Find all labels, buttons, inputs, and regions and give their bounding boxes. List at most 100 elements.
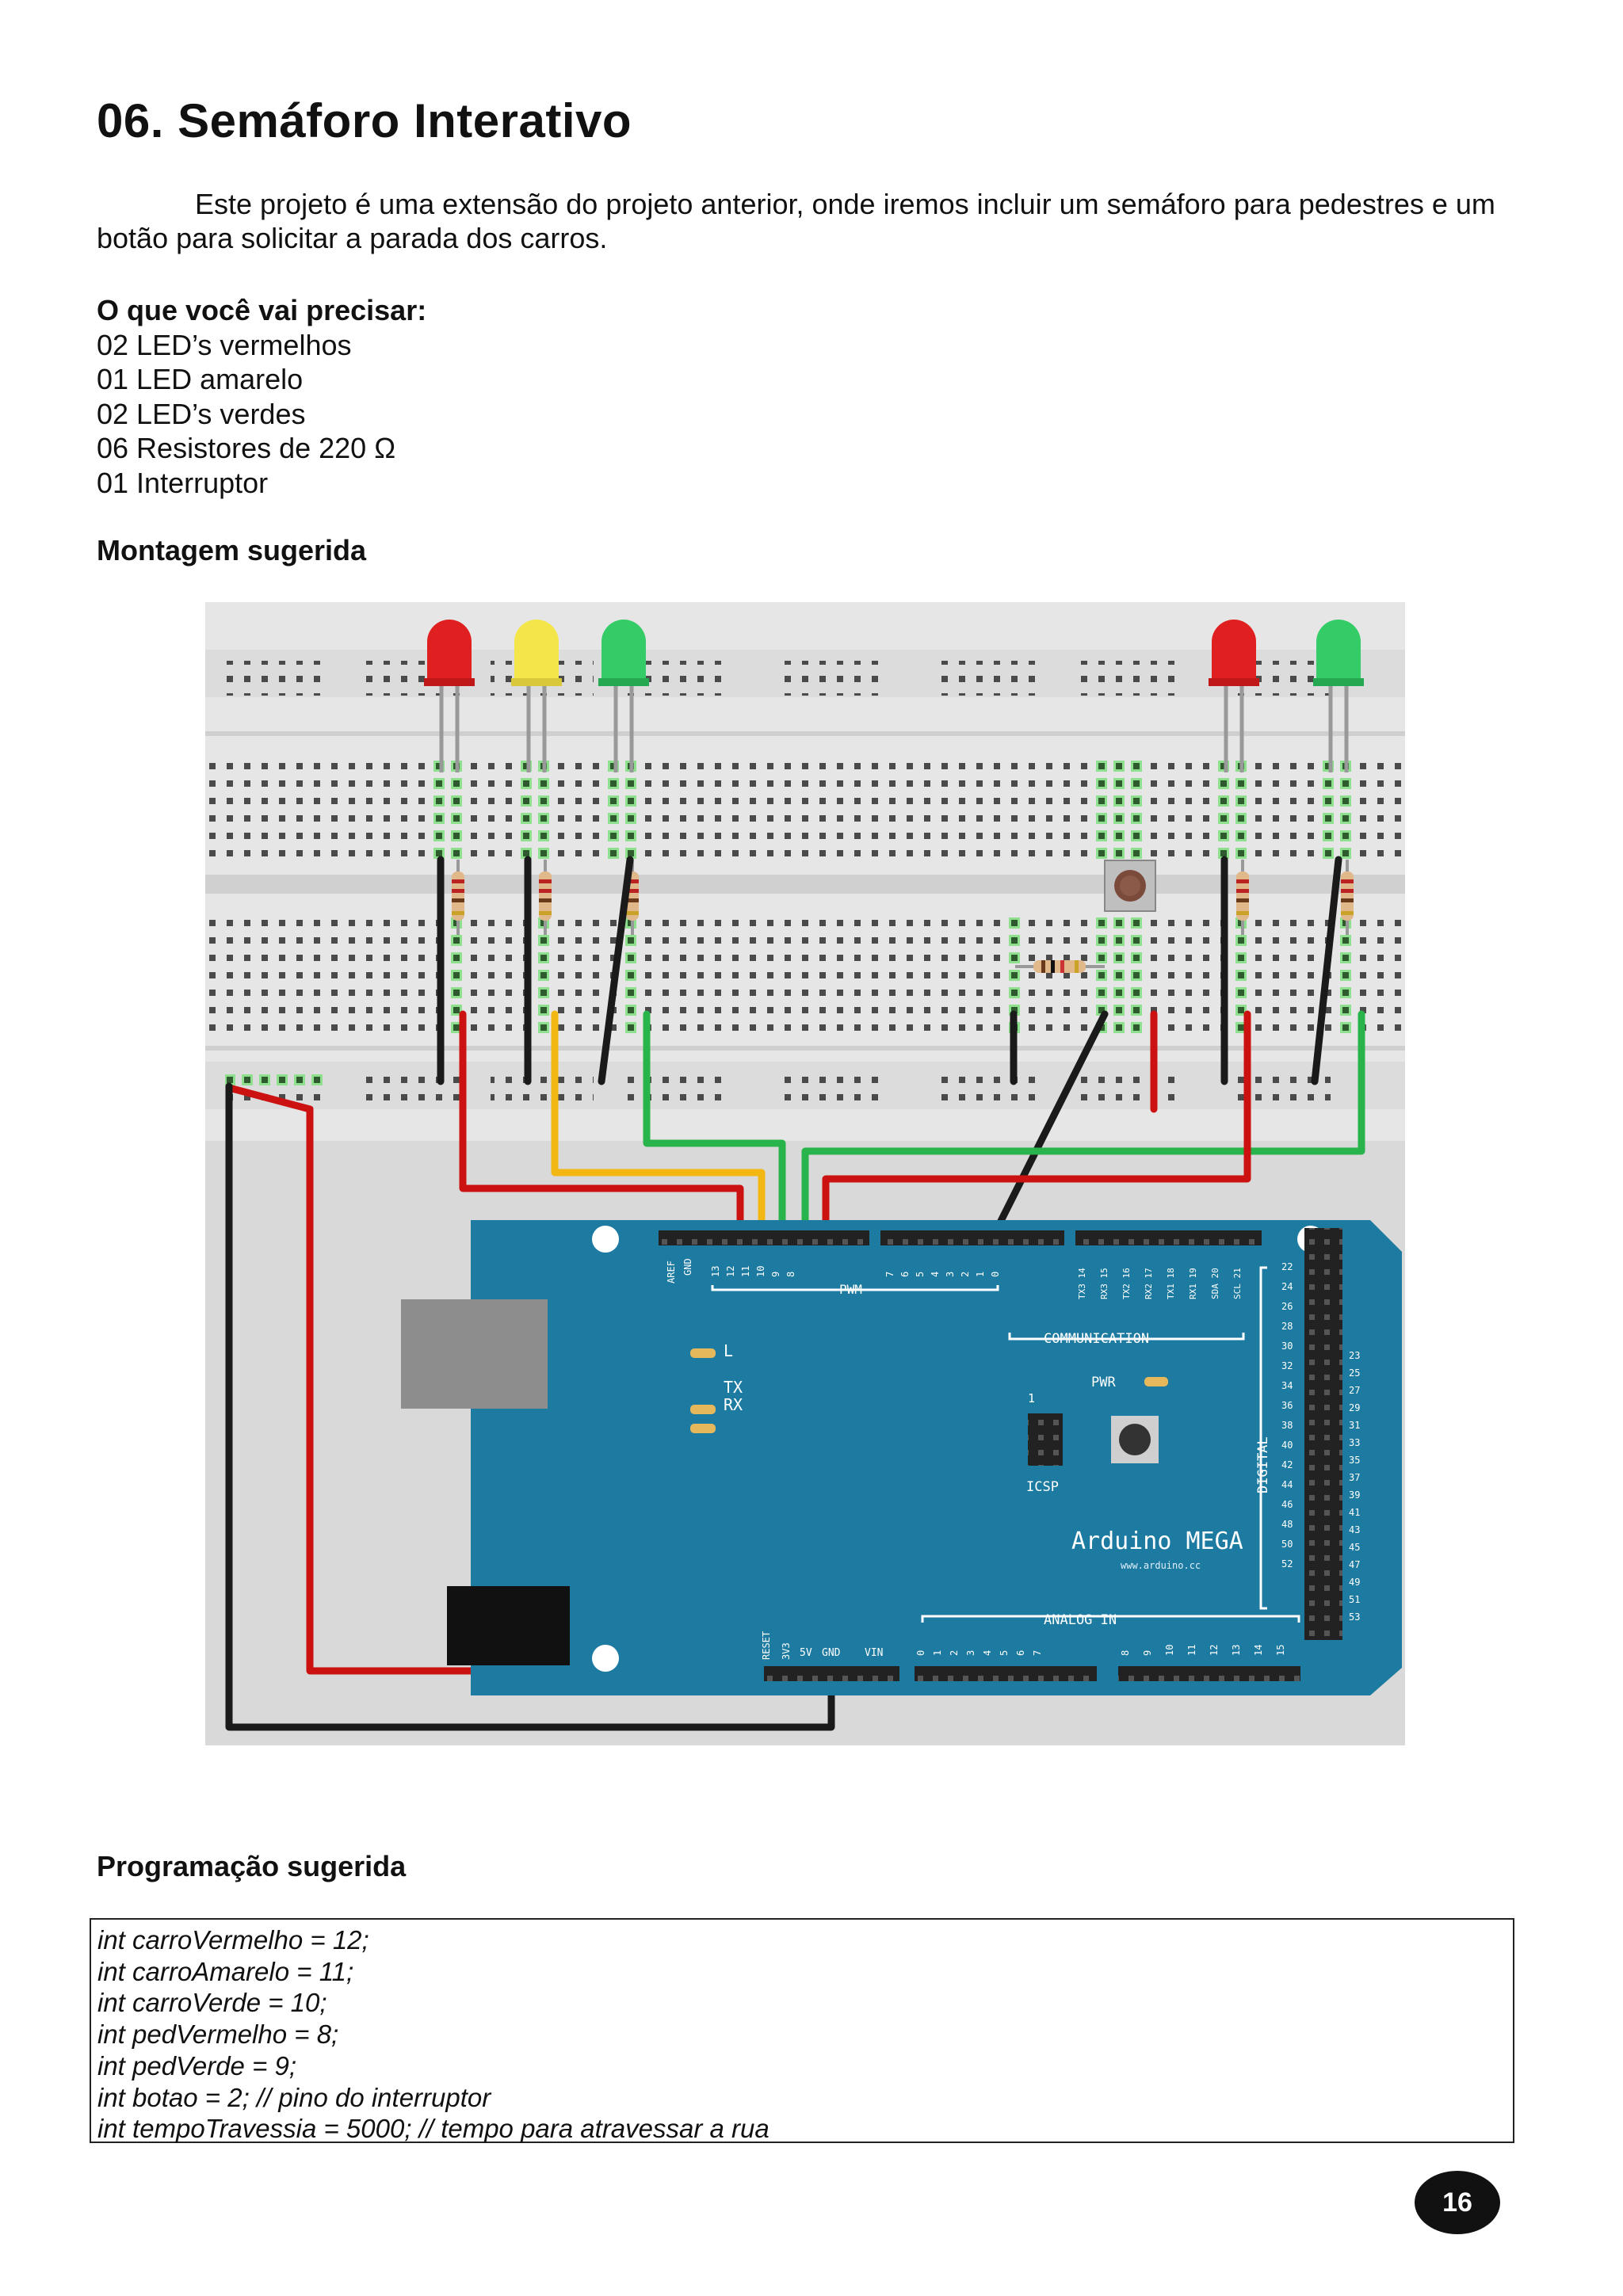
pin-label: 0 — [990, 1272, 1001, 1277]
pin-label: 6 — [899, 1272, 911, 1277]
wire-gnd — [1311, 856, 1342, 1085]
code-line: int pedVerde = 9; — [97, 2050, 297, 2081]
pin-label: 38 — [1281, 1420, 1293, 1431]
pin-label: 11 — [740, 1266, 751, 1277]
pin-label: 30 — [1281, 1341, 1293, 1352]
pin-label: 37 — [1349, 1472, 1360, 1483]
v33-label: 3V3 — [781, 1642, 792, 1660]
assembly-heading: Montagem sugerida — [97, 534, 367, 566]
pin-label: 7 — [884, 1272, 896, 1277]
code-line: int tempoTravessia = 5000; // tempo para… — [97, 2114, 769, 2144]
pin-label: 3 — [945, 1272, 956, 1277]
pin-label: 4 — [982, 1650, 993, 1656]
pin-label: 11 — [1186, 1645, 1197, 1656]
icsp-label: ICSP — [1026, 1479, 1059, 1495]
wire-pin8 — [822, 1010, 1251, 1242]
code-line: int botao = 2; // pino do interruptor — [97, 2082, 491, 2112]
pin-label: 49 — [1349, 1577, 1360, 1588]
analog-in-label: ANALOG IN — [1044, 1612, 1117, 1628]
materials-list: O que você vai precisar: 02 LED’s vermel… — [97, 293, 426, 500]
led-car-green — [598, 620, 649, 772]
pin-label: 29 — [1349, 1402, 1360, 1413]
pin-label: 34 — [1281, 1380, 1293, 1391]
materials-item: 01 Interruptor — [97, 466, 269, 499]
resistor — [1341, 860, 1354, 935]
materials-item: 02 LED’s vermelhos — [97, 328, 352, 361]
pin-label: 25 — [1349, 1367, 1360, 1379]
pin-label: TX2 16 — [1121, 1268, 1132, 1299]
l-led-label: L — [724, 1341, 733, 1360]
wire-gnd-rail — [225, 1082, 835, 1731]
tx-led-label: TX — [724, 1378, 743, 1397]
pin-label: 3 — [965, 1650, 976, 1656]
circuit-diagram: Arduino MEGA www.arduino.cc PWM COMMUNIC… — [205, 602, 1405, 1745]
pin-label: 31 — [1349, 1420, 1360, 1431]
rx-led-label: RX — [724, 1395, 743, 1414]
power-jack — [447, 1586, 570, 1665]
pin-label: 44 — [1281, 1479, 1293, 1490]
pin-label: 7 — [1032, 1650, 1043, 1656]
pin-label: 1 — [932, 1650, 943, 1656]
pin-label: 2 — [960, 1272, 971, 1277]
vin-label: VIN — [865, 1647, 883, 1659]
breadboard — [205, 602, 1405, 1745]
code-line: int carroAmarelo = 11; — [97, 1956, 354, 1986]
resistor — [539, 860, 552, 935]
programming-heading: Programação sugerida — [97, 1850, 407, 1882]
pin-label: 9 — [1142, 1650, 1153, 1656]
pin-label: 45 — [1349, 1542, 1360, 1553]
pin-label: TX1 18 — [1166, 1268, 1176, 1299]
push-button — [1104, 860, 1156, 912]
pin-label: 15 — [1275, 1645, 1286, 1656]
pin-label: 24 — [1281, 1281, 1293, 1292]
reset-button — [1119, 1424, 1151, 1455]
pin-label: 8 — [1120, 1650, 1131, 1656]
pin-label: 46 — [1281, 1499, 1293, 1510]
page-number-badge: 16 — [1415, 2171, 1500, 2234]
board-url: www.arduino.cc — [1121, 1560, 1201, 1571]
pin-label: 1 — [975, 1272, 986, 1277]
pin-label: 26 — [1281, 1301, 1293, 1312]
pin-label: 23 — [1349, 1350, 1360, 1361]
pin-label: 53 — [1349, 1611, 1360, 1623]
pin-label: 0 — [915, 1650, 926, 1656]
pin-label: 43 — [1349, 1524, 1360, 1535]
wire-pin12 — [459, 1010, 744, 1242]
resistor — [1236, 860, 1249, 935]
icsp-pin1-label: 1 — [1028, 1391, 1035, 1405]
pin-label: 36 — [1281, 1400, 1293, 1411]
pin-label: 5 — [999, 1650, 1010, 1656]
board-name: Arduino MEGA — [1071, 1527, 1243, 1555]
pin-label: RX1 19 — [1188, 1268, 1198, 1299]
digital-label: DIGITAL — [1255, 1436, 1271, 1493]
materials-item: 01 LED amarelo — [97, 363, 304, 395]
pin-label: 41 — [1349, 1507, 1360, 1518]
pin-label: 2 — [949, 1650, 960, 1656]
pin-label: 51 — [1349, 1594, 1360, 1605]
wire-pin9 — [801, 1010, 1365, 1242]
pin-label: 27 — [1349, 1385, 1360, 1396]
pin-label: RX2 17 — [1144, 1268, 1154, 1299]
code-line: int carroVermelho = 12; — [97, 1925, 369, 1955]
led-pedestrian-red — [1209, 620, 1259, 772]
pin-label: 9 — [770, 1272, 781, 1277]
wire-pin11 — [551, 1010, 766, 1242]
pin-label: RX3 15 — [1099, 1268, 1109, 1299]
pin-label: 33 — [1349, 1437, 1360, 1448]
materials-heading: O que você vai precisar: — [97, 294, 427, 326]
pwm-label: PWM — [839, 1282, 862, 1297]
gnd-power-label: GND — [822, 1647, 841, 1659]
resistor — [452, 860, 464, 935]
v5-label: 5V — [800, 1647, 812, 1659]
pin-label: 4 — [930, 1272, 941, 1277]
code-line: int carroVerde = 10; — [97, 1988, 327, 2018]
wires — [225, 856, 1365, 1731]
gnd-label: GND — [682, 1258, 693, 1276]
communication-label: COMMUNICATION — [1044, 1331, 1149, 1347]
code-line: int pedVermelho = 8; — [97, 2019, 339, 2050]
pin-label: 48 — [1281, 1519, 1293, 1530]
